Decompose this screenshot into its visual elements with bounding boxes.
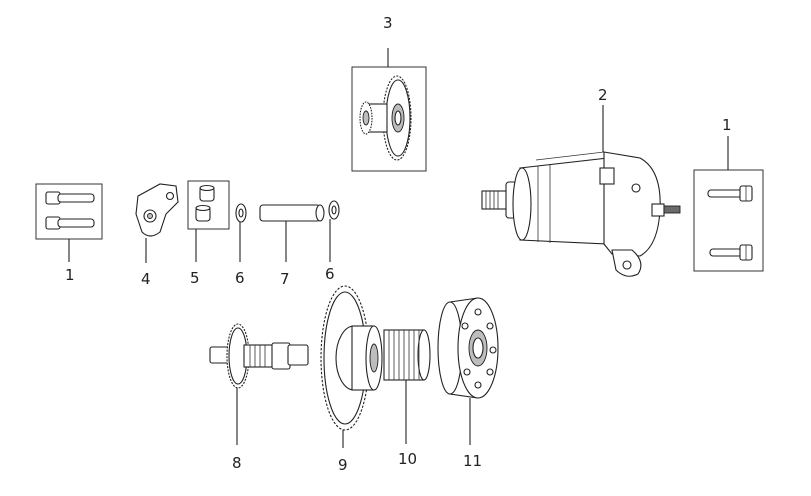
part-5-box <box>187 180 230 230</box>
part-9-large-gear <box>320 285 383 448</box>
part-8-gear-shaft <box>209 323 309 445</box>
callout-k: 9 <box>338 456 348 474</box>
part-6-washer-right <box>328 200 340 262</box>
callout-c: 2 <box>598 86 608 104</box>
callout-g: 6 <box>235 269 245 287</box>
callout-j: 8 <box>232 454 242 472</box>
callout-h: 6 <box>325 265 335 283</box>
part-7-shaft <box>259 204 325 262</box>
callout-d: 3 <box>383 14 393 32</box>
part-11-one-way-clutch <box>437 297 499 445</box>
part-2-starter-motor <box>481 105 681 277</box>
callout-b: 1 <box>722 116 732 134</box>
part-10-needle-bearing <box>383 329 431 444</box>
part-1-bolts-right <box>693 136 764 272</box>
part-3-idle-gear <box>351 48 427 172</box>
callout-m: 11 <box>463 452 482 470</box>
callout-i: 7 <box>280 270 290 288</box>
part-1-bolts-left <box>35 183 103 262</box>
part-4-bracket <box>135 183 179 263</box>
part-1-left-box <box>35 183 103 240</box>
callout-l: 10 <box>398 450 417 468</box>
callout-e: 4 <box>141 270 151 288</box>
callout-a: 1 <box>65 266 75 284</box>
callout-f: 5 <box>190 269 200 287</box>
part-3-box <box>351 66 427 172</box>
part-6-washer-left <box>235 203 247 262</box>
part-5-dowel-pins <box>187 180 230 262</box>
